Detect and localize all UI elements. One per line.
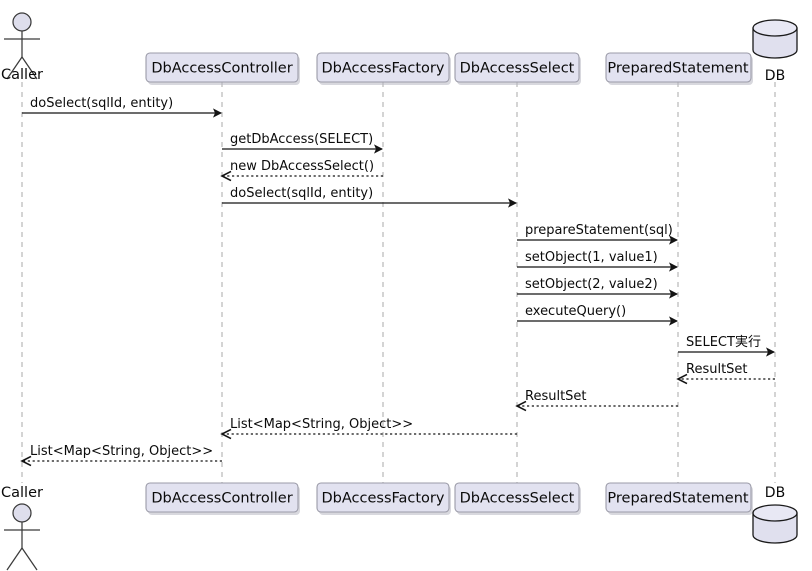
actor-leg-left-icon <box>6 547 23 571</box>
message-3[interactable]: new DbAccessSelect() <box>220 159 383 182</box>
message-label: doSelect(sqlId, entity) <box>30 96 173 111</box>
participant-label: DbAccessFactory <box>322 61 445 77</box>
message-label: SELECT実行 <box>686 334 761 350</box>
actor-leg-right-icon <box>21 56 38 80</box>
message-label: ResultSet <box>686 362 748 377</box>
participant-dbaccesscontroller-top[interactable]: DbAccessController <box>145 52 300 85</box>
message-arrowhead <box>766 347 775 357</box>
participant-preparedstatement-bottom[interactable]: PreparedStatement <box>605 482 753 515</box>
message-label: ResultSet <box>525 389 587 404</box>
participant-box[interactable] <box>605 482 752 513</box>
lifelines-layer <box>21 82 776 483</box>
message-8[interactable]: executeQuery() <box>517 304 678 326</box>
message-arrowhead <box>374 144 383 154</box>
message-arrowhead <box>213 108 222 118</box>
participant-label: PreparedStatement <box>607 491 749 507</box>
database-db-top[interactable]: DB <box>752 19 798 84</box>
messages-layer: doSelect(sqlId, entity) getDbAccess(SELEC… <box>20 96 775 467</box>
message-label: setObject(2, value2) <box>525 277 658 292</box>
participant-dbaccessfactory-bottom[interactable]: DbAccessFactory <box>316 482 451 515</box>
participant-label: DbAccessFactory <box>322 491 445 507</box>
participants-layer: CallerCallerDbAccessControllerDbAccessCo… <box>1 12 798 571</box>
message-label: getDbAccess(SELECT) <box>230 132 373 147</box>
participant-label: DbAccessSelect <box>460 61 575 77</box>
message-arrowhead <box>676 373 688 385</box>
message-arrowhead <box>669 262 678 272</box>
actor-head-icon <box>12 12 32 32</box>
message-arrowhead <box>220 428 232 440</box>
participant-dbaccessfactory-top[interactable]: DbAccessFactory <box>316 52 451 85</box>
participant-box[interactable] <box>316 52 450 83</box>
message-arrowhead <box>220 170 232 182</box>
message-arrowhead <box>669 289 678 299</box>
database-label: DB <box>765 485 785 501</box>
message-2[interactable]: getDbAccess(SELECT) <box>222 132 383 154</box>
participant-preparedstatement-top[interactable]: PreparedStatement <box>605 52 753 85</box>
message-5[interactable]: prepareStatement(sql) <box>517 223 678 245</box>
message-label: List<Map<String, Object>> <box>230 417 413 432</box>
message-arrowhead <box>669 316 678 326</box>
database-cylinder-top-icon <box>752 19 798 37</box>
participant-label: DbAccessSelect <box>460 491 575 507</box>
message-label: new DbAccessSelect() <box>230 159 374 174</box>
message-label: prepareStatement(sql) <box>525 223 673 238</box>
participant-box[interactable] <box>454 482 580 513</box>
actor-leg-right-icon <box>21 547 38 571</box>
participant-box[interactable] <box>316 482 450 513</box>
database-label: DB <box>765 68 785 84</box>
message-9[interactable]: SELECT実行 <box>678 334 775 357</box>
participant-dbaccesscontroller-bottom[interactable]: DbAccessController <box>145 482 300 515</box>
message-label: executeQuery() <box>525 304 626 319</box>
message-label: doSelect(sqlId, entity) <box>230 186 373 201</box>
actor-head-icon <box>12 503 32 523</box>
message-label: setObject(1, value1) <box>525 250 658 265</box>
message-12[interactable]: List<Map<String, Object>> <box>220 417 517 440</box>
message-10[interactable]: ResultSet <box>676 362 775 385</box>
message-11[interactable]: ResultSet <box>515 389 678 412</box>
message-7[interactable]: setObject(2, value2) <box>517 277 678 299</box>
participant-box[interactable] <box>145 482 299 513</box>
message-label: List<Map<String, Object>> <box>30 444 213 459</box>
actor-caller-top[interactable]: Caller <box>1 12 43 83</box>
database-cylinder-top-icon <box>752 504 798 522</box>
message-arrowhead <box>20 455 32 467</box>
participant-box[interactable] <box>145 52 299 83</box>
actor-label: Caller <box>1 67 43 83</box>
database-db-bottom[interactable]: DB <box>752 485 798 544</box>
message-1[interactable]: doSelect(sqlId, entity) <box>22 96 222 118</box>
participant-box[interactable] <box>605 52 752 83</box>
participant-label: PreparedStatement <box>607 61 749 77</box>
message-arrowhead <box>508 198 517 208</box>
participant-box[interactable] <box>454 52 580 83</box>
message-arrowhead <box>515 400 527 412</box>
participant-dbaccessselect-top[interactable]: DbAccessSelect <box>454 52 581 85</box>
message-6[interactable]: setObject(1, value1) <box>517 250 678 272</box>
message-13[interactable]: List<Map<String, Object>> <box>20 444 222 467</box>
actor-leg-left-icon <box>6 56 23 80</box>
participant-label: DbAccessController <box>151 61 292 77</box>
message-arrowhead <box>669 235 678 245</box>
participant-dbaccessselect-bottom[interactable]: DbAccessSelect <box>454 482 581 515</box>
actor-caller-bottom[interactable]: Caller <box>1 485 43 571</box>
participant-label: DbAccessController <box>151 491 292 507</box>
message-4[interactable]: doSelect(sqlId, entity) <box>222 186 517 208</box>
actor-label: Caller <box>1 485 43 501</box>
